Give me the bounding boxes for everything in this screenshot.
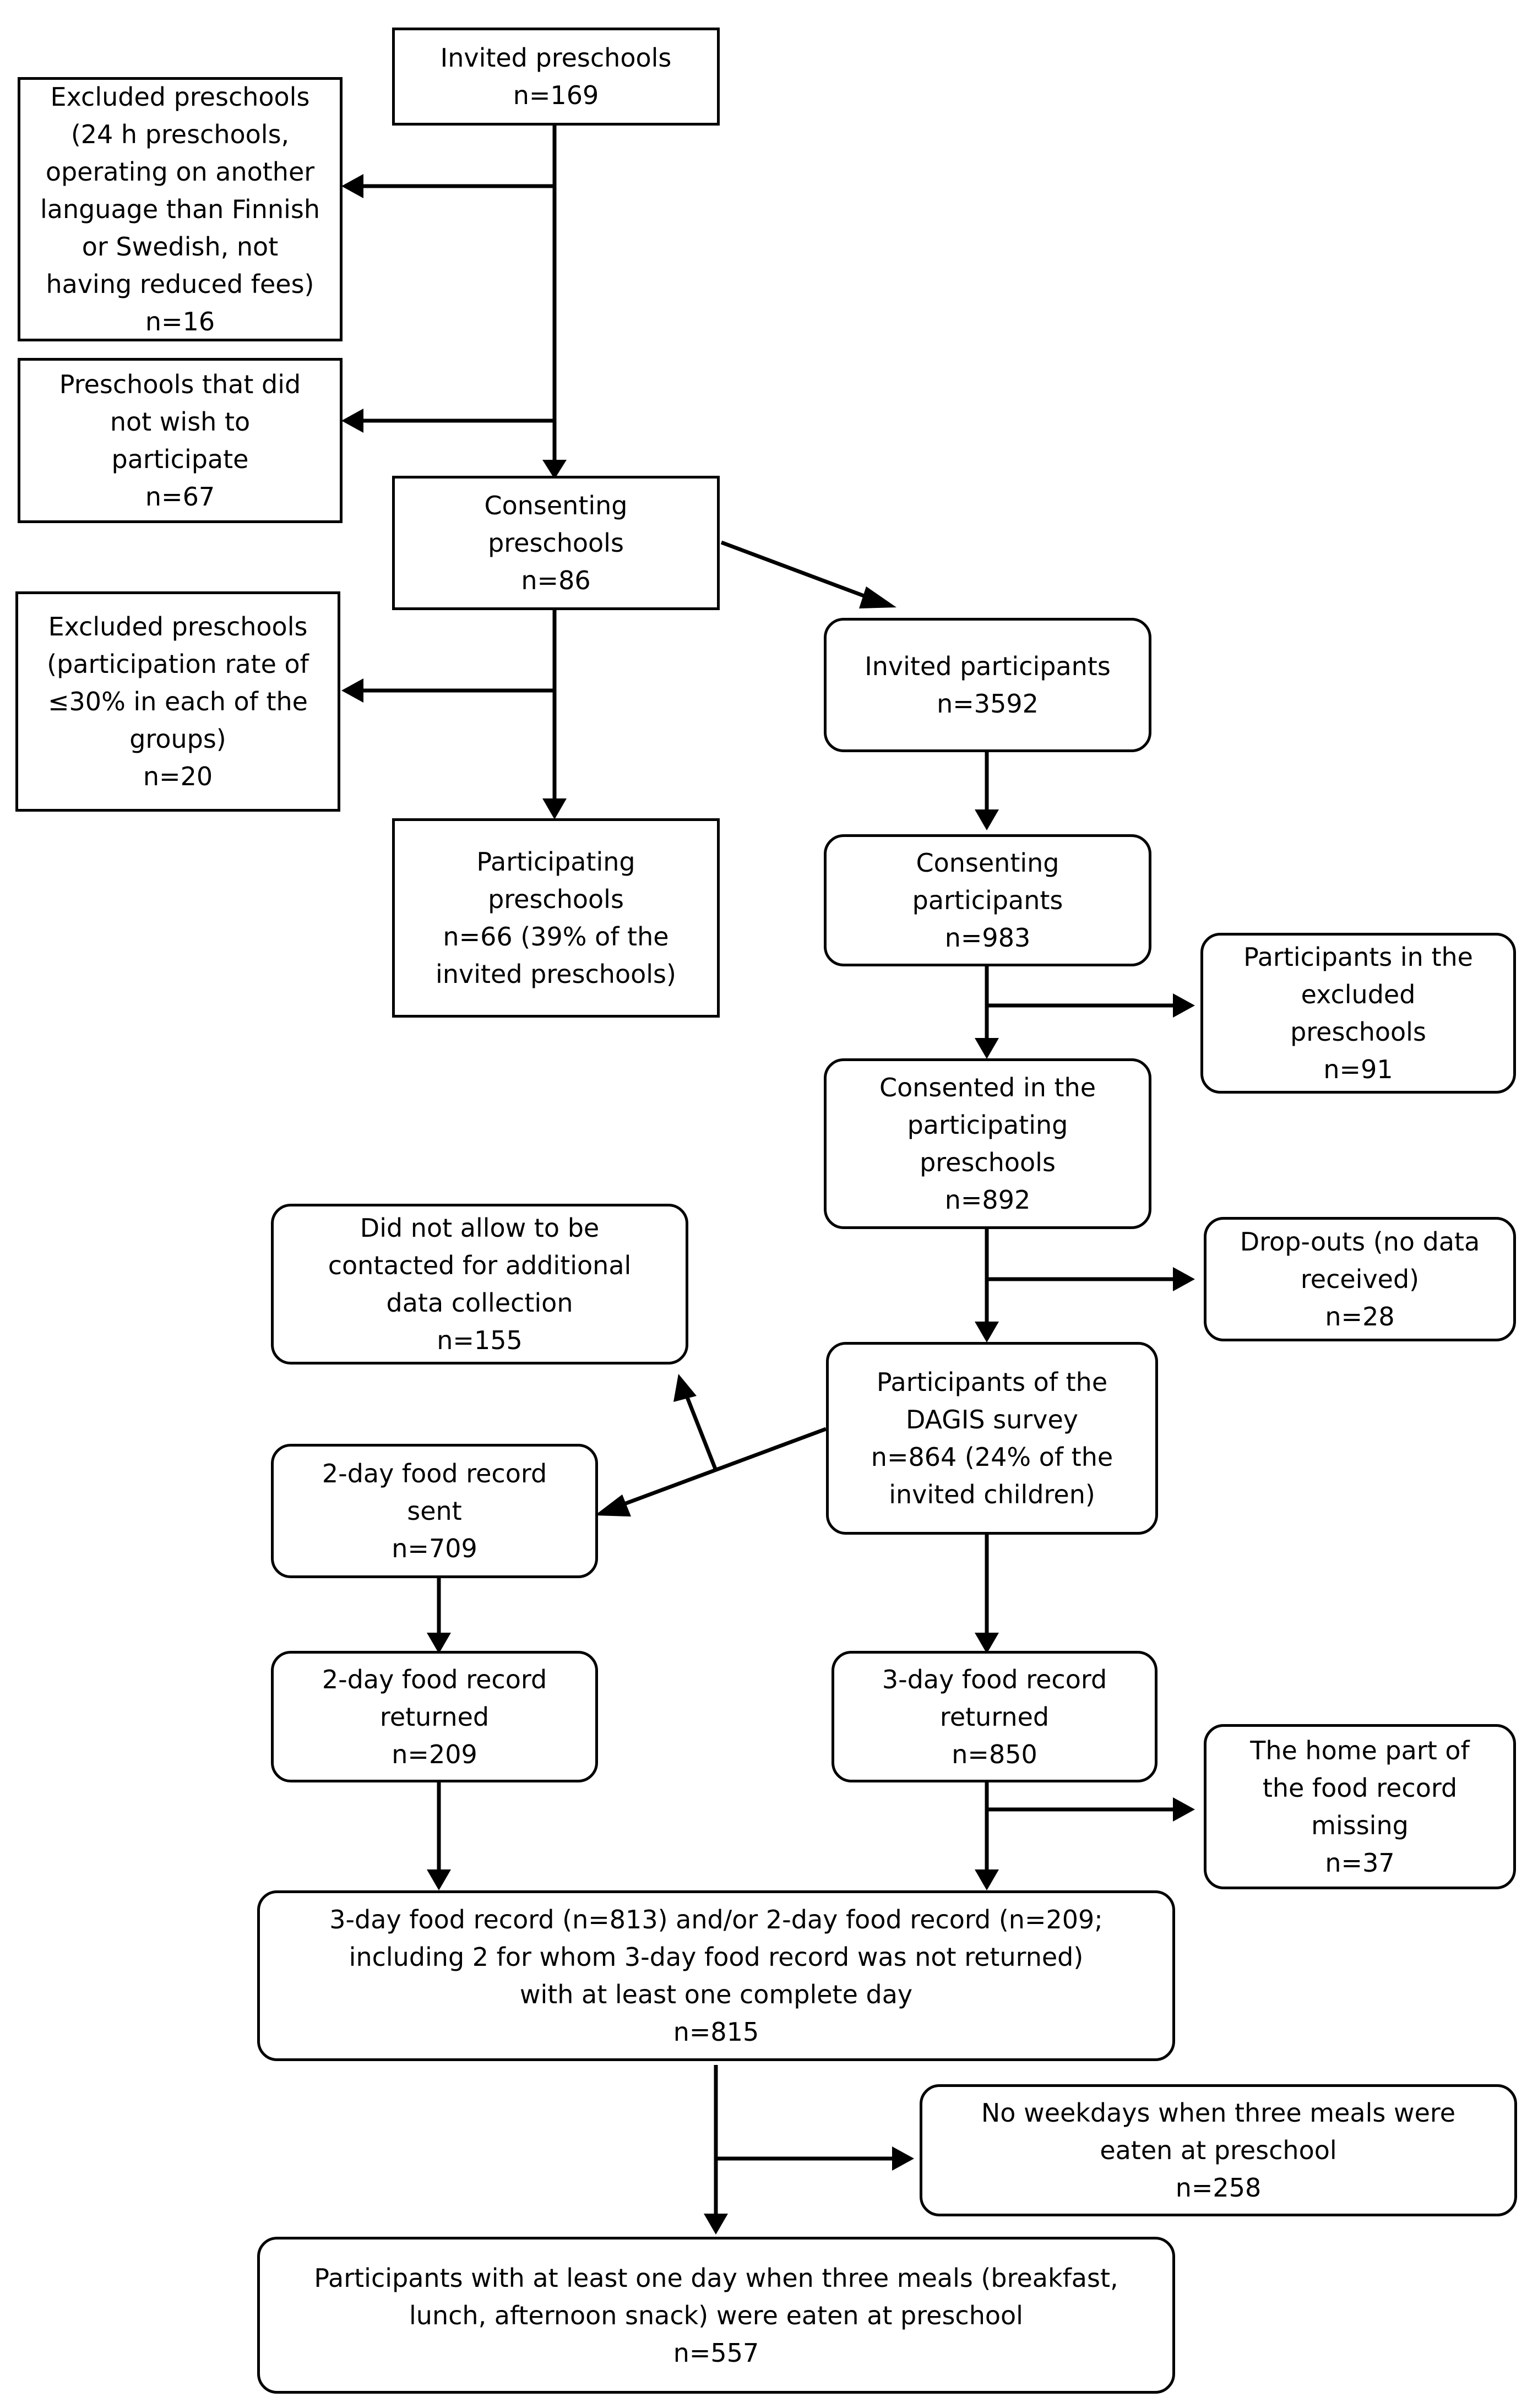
food2-sent-box: 2-day food record sent n=709 [271,1444,598,1578]
dagis-participants-box: Participants of the DAGIS survey n=864 (… [826,1342,1158,1535]
dropouts-box: Drop-outs (no data received) n=28 [1204,1217,1516,1341]
arrowhead-dropouts [1173,1267,1195,1291]
food2-returned-box: 2-day food record returned n=209 [271,1651,598,1782]
participants-excluded-box: Participants in the excluded preschools … [1200,933,1516,1094]
no-weekdays-box: No weekdays when three meals were eaten … [920,2084,1517,2216]
arrowhead-home-missing [1173,1797,1195,1822]
not-allow-box: Did not allow to be contacted for additi… [271,1204,688,1365]
consenting-participants-box: Consenting participants n=983 [824,834,1151,966]
arrowhead-excluded-1 [341,174,363,198]
arrowhead-invited-participants [859,586,896,608]
arrowhead-consenting-participants [975,809,999,830]
arrowhead-food2-returned [427,1633,451,1654]
arrowhead-not-allow [673,1374,697,1402]
arrowhead-combined-left [427,1869,451,1890]
arrowhead-food3 [975,1633,999,1654]
excluded-preschools-rate-box: Excluded preschools (participation rate … [15,591,340,812]
consenting-preschools-box: Consenting preschools n=86 [392,476,720,610]
home-missing-box: The home part of the food record missing… [1204,1724,1516,1889]
food3-returned-box: 3-day food record returned n=850 [832,1651,1157,1782]
arrowhead-participating-preschools [542,798,567,819]
arrowhead-dagis [975,1322,999,1342]
arrowhead-consenting-preschools [542,460,567,479]
arrowhead-excluded-participants [1173,993,1195,1018]
combined-food-record-box: 3-day food record (n=813) and/or 2-day f… [257,1890,1175,2061]
arrow-to-not-allow [683,1392,718,1471]
final-participants-box: Participants with at least one day when … [257,2237,1175,2394]
arrowhead-consented [975,1038,999,1059]
arrowhead-excluded-2 [341,678,363,703]
arrow-dagis-to-food2-sent [610,1427,827,1511]
consented-participating-box: Consented in the participating preschool… [824,1058,1151,1229]
arrowhead-no-weekdays [892,2146,914,2171]
participating-preschools-box: Participating preschools n=66 (39% of th… [392,818,720,1018]
invited-preschools-box: Invited preschools n=169 [392,28,720,126]
arrowhead-final [704,2214,728,2235]
arrow-to-invited-participants [720,540,877,602]
arrowhead-food2-sent [595,1494,631,1516]
arrowhead-not-wish [341,409,363,433]
not-wish-box: Preschools that did not wish to particip… [18,358,343,523]
excluded-preschools-box: Excluded preschools (24 h preschools, op… [18,77,343,341]
arrowhead-combined-right [975,1869,999,1890]
invited-participants-box: Invited participants n=3592 [824,618,1151,752]
